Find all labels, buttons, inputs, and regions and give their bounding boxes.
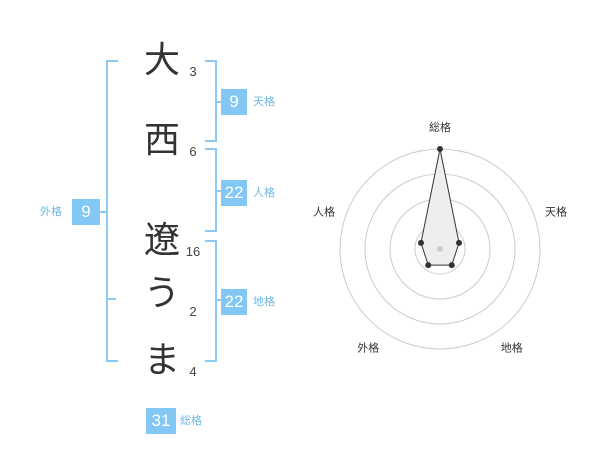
tenkaku-value: 9 (221, 89, 247, 115)
name-char-2: 西 (143, 120, 180, 161)
name-char-3: 遼 (143, 220, 180, 261)
chikaku-connector (215, 299, 221, 301)
radar-point-1 (437, 146, 443, 152)
radar-point-5 (417, 239, 424, 246)
radar-axis-label-4: 外格 (357, 341, 379, 355)
stroke-count-3: 16 (185, 244, 201, 259)
stroke-count-4: 2 (189, 304, 197, 319)
gaikaku-bracket-divider (106, 298, 116, 300)
radar-point-2 (456, 239, 463, 246)
name-char-1: 大 (143, 40, 180, 81)
gaikaku-label: 外格 (40, 205, 62, 218)
radar-ring (414, 223, 466, 275)
radar-ring (339, 148, 541, 350)
radar-point-4 (425, 262, 432, 269)
radar-shape (420, 148, 460, 266)
jinkaku-connector (215, 190, 221, 192)
stroke-count-1: 3 (189, 64, 197, 79)
name-char-5: ま (143, 340, 180, 381)
stroke-count-2: 6 (189, 144, 197, 159)
stroke-count-5: 4 (189, 364, 197, 379)
tenkaku-label: 天格 (253, 95, 275, 108)
soukaku-value: 31 (146, 408, 176, 434)
jinkaku-label: 人格 (253, 186, 275, 199)
radar-ring (364, 173, 516, 325)
radar-axis-label-3: 地格 (501, 341, 523, 355)
radar-axis-label-1: 総格 (429, 120, 451, 134)
jinkaku-value: 22 (221, 180, 247, 206)
gaikaku-value: 9 (72, 199, 100, 225)
gaikaku-connector (100, 211, 106, 213)
radar-axis-label-5: 人格 (313, 204, 335, 218)
gaikaku-bracket (106, 60, 118, 362)
chikaku-value: 22 (221, 289, 247, 315)
radar-point-3 (448, 262, 455, 269)
tenkaku-connector (215, 101, 221, 103)
name-char-4: う (143, 273, 180, 314)
radar-axis-label-2: 天格 (545, 204, 567, 218)
radar-center-dot (437, 246, 443, 252)
radar-ring (389, 198, 491, 300)
chikaku-bracket (205, 240, 217, 362)
chikaku-label: 地格 (253, 295, 275, 308)
soukaku-label: 総格 (180, 414, 202, 427)
